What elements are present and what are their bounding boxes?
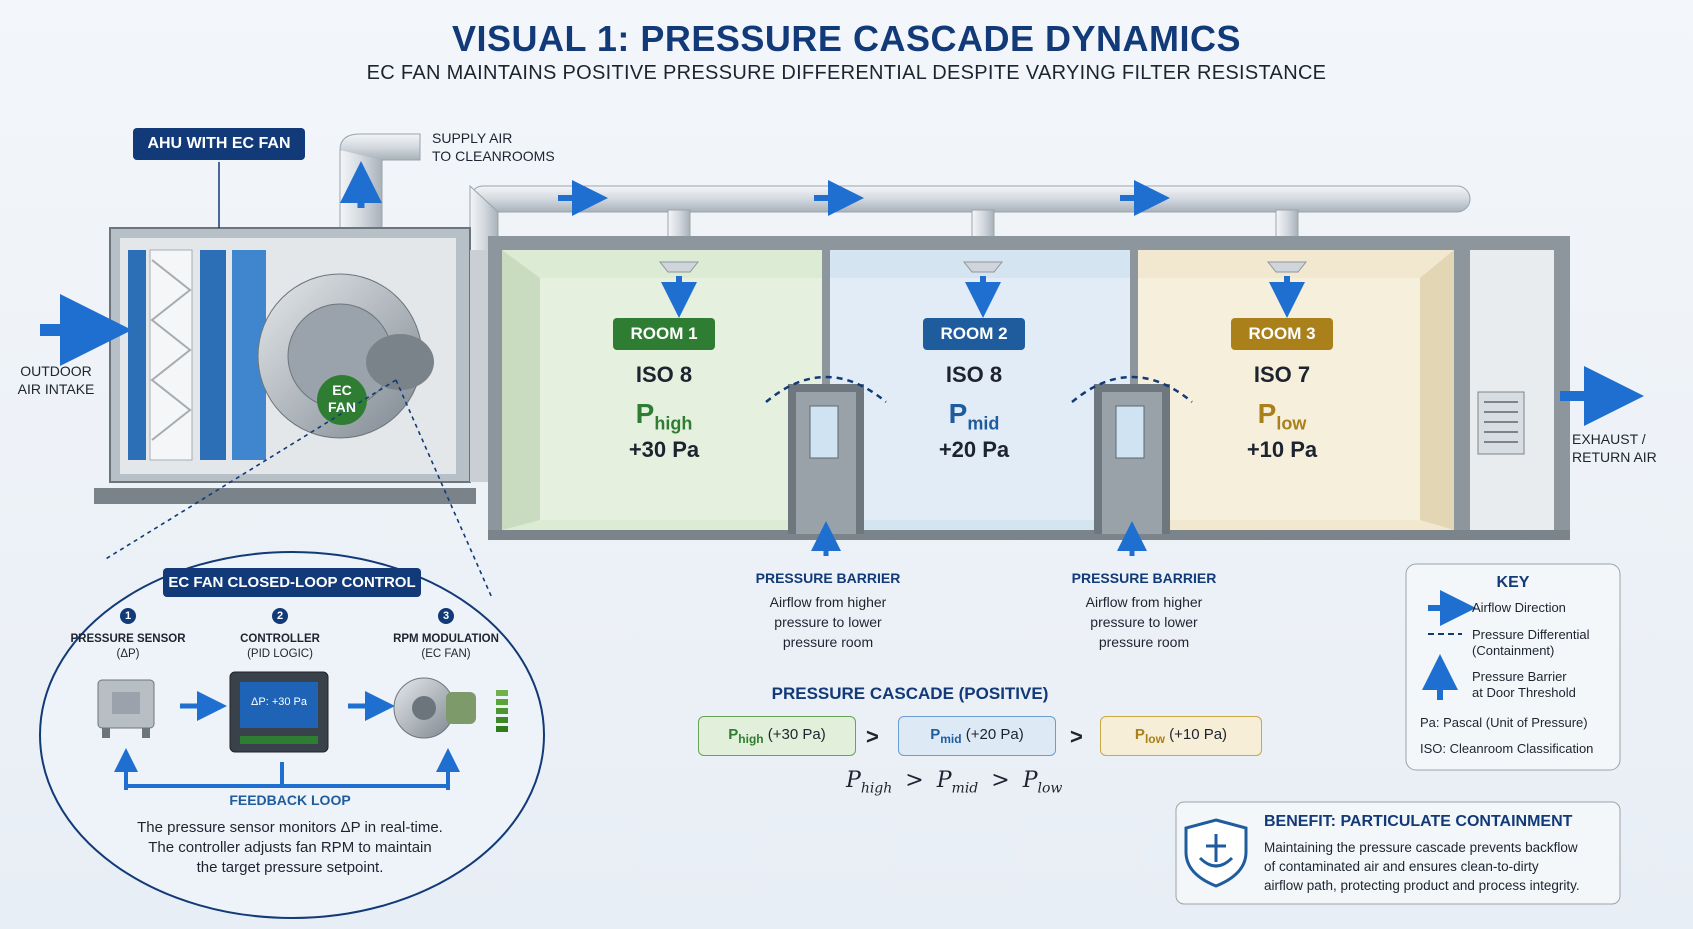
room-2-pressure-value: +20 Pa — [938, 436, 1010, 462]
cascade-formula: Phigh > Pmid > Plow — [846, 768, 1063, 797]
cascade-box-mid: Pmid (+20 Pa) — [898, 716, 1056, 756]
room-3-iso: ISO 7 — [1253, 362, 1311, 387]
ahu-unit — [40, 162, 488, 504]
callout-lines — [103, 379, 493, 599]
room-1-iso: ISO 8 — [635, 362, 693, 387]
cleanroom-building — [488, 236, 1570, 540]
room-1-pressure-value: +30 Pa — [628, 436, 700, 462]
key-title: KEY — [1496, 574, 1530, 591]
benefit-text: Maintaining the pressure cascade prevent… — [1264, 840, 1580, 893]
key-pa-label: Pa: Pascal (Unit of Pressure) — [1420, 715, 1588, 730]
cascade-gt-2: > — [1070, 724, 1083, 749]
key-panel — [1405, 563, 1621, 771]
benefit-title: BENEFIT: PARTICULATE CONTAINMENT — [1264, 813, 1573, 830]
room-2-tag: ROOM 2 — [923, 318, 1025, 350]
room-2: ROOM 2 ISO 8 Pmid +20 Pa — [894, 318, 1054, 463]
cascade-box-low: Plow (+10 Pa) — [1100, 716, 1262, 756]
door-1 — [765, 375, 887, 556]
key-airflow-label: Airflow Direction — [1472, 600, 1566, 615]
feedback-loop-label: FEEDBACK LOOP — [229, 792, 351, 808]
benefit-panel — [1175, 801, 1621, 905]
key-differential-label: Pressure Differential(Containment) — [1472, 627, 1590, 658]
control-tag: EC FAN CLOSED-LOOP CONTROL — [163, 568, 421, 597]
step-1: 1 PRESSURE SENSOR(ΔP) — [70, 608, 186, 660]
room-3: ROOM 3 ISO 7 Plow +10 Pa — [1202, 318, 1362, 463]
exhaust-label: EXHAUST /RETURN AIR — [1572, 431, 1657, 465]
door-2 — [1071, 375, 1193, 556]
ec-fan-motor-icon — [393, 677, 508, 739]
page-title: VISUAL 1: PRESSURE CASCADE DYNAMICS — [452, 18, 1241, 59]
room-3-tag: ROOM 3 — [1231, 318, 1333, 350]
ahu-tag: AHU WITH EC FAN — [133, 128, 305, 160]
control-description: The pressure sensor monitors ΔP in real-… — [137, 819, 443, 876]
step-2: 2 CONTROLLER(PID LOGIC) — [240, 608, 320, 660]
room-3-pressure-symbol: Plow — [1257, 398, 1307, 434]
step-3: 3 RPM MODULATION(EC FAN) — [393, 608, 499, 660]
page-subtitle: EC FAN MAINTAINS POSITIVE PRESSURE DIFFE… — [366, 62, 1327, 84]
pressure-sensor-icon — [97, 679, 155, 738]
cascade-gt-1: > — [866, 724, 879, 749]
cascade-box-high: Phigh (+30 Pa) — [698, 716, 856, 756]
key-iso-label: ISO: Cleanroom Classification — [1420, 741, 1594, 756]
exhaust-grille — [1477, 366, 1644, 455]
room-2-iso: ISO 8 — [945, 362, 1003, 387]
controller-display: ΔP: +30 Pa — [251, 696, 307, 708]
room-2-pressure-symbol: Pmid — [948, 398, 1000, 434]
room-1-pressure-symbol: Phigh — [635, 398, 693, 434]
cascade-title: PRESSURE CASCADE (POSITIVE) — [771, 684, 1049, 703]
controller-icon — [229, 671, 329, 753]
room-1: ROOM 1 ISO 8 Phigh +30 Pa — [584, 318, 744, 463]
room-1-tag: ROOM 1 — [613, 318, 715, 350]
room-3-pressure-value: +10 Pa — [1246, 436, 1318, 462]
supply-riser — [339, 133, 421, 233]
ec-fan-badge — [317, 375, 367, 425]
